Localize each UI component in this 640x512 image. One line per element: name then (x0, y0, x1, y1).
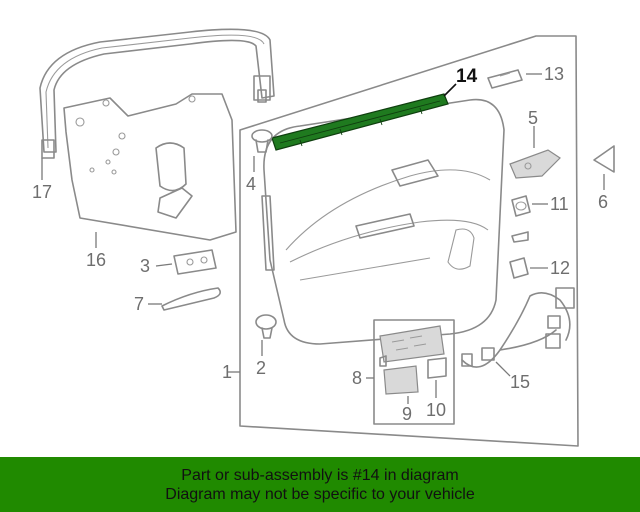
part-10-switch (427, 357, 447, 379)
part-5-inside-handle (509, 149, 561, 179)
part-1-door-trim-panel (239, 35, 579, 447)
part-9-switch (383, 365, 419, 395)
part-6-trim-piece (593, 145, 615, 173)
part-7-pull-strap (161, 287, 222, 311)
callout-11: 11 (550, 194, 569, 214)
part-13-clip (487, 69, 523, 89)
part-11-bezel (511, 195, 531, 217)
part-small-clip (511, 231, 529, 243)
part-16-water-deflector (63, 93, 237, 241)
callout-16: 16 (86, 250, 106, 270)
callout-6: 6 (598, 192, 608, 212)
callout-4: 4 (246, 174, 256, 194)
banner-line-2: Diagram may not be specific to your vehi… (165, 485, 475, 503)
callout-5: 5 (528, 108, 538, 128)
callout-7: 7 (134, 294, 144, 314)
banner-line-1: Part or sub-assembly is #14 in diagram (181, 466, 459, 484)
part-14-weatherstrip (271, 93, 449, 151)
part-8-switch-group (373, 319, 455, 425)
parts-diagram: 1 2 3 4 5 6 7 8 9 10 11 12 13 14 15 16 1… (32, 28, 615, 447)
callout-14: 14 (456, 66, 478, 87)
callout-13: 13 (544, 64, 564, 84)
part-4-push-pin (251, 129, 273, 153)
part-2-push-pin (255, 314, 277, 339)
callout-9: 9 (402, 404, 412, 424)
part-17-window-frame (39, 28, 275, 159)
callout-15: 15 (510, 372, 530, 392)
part-12-grommet (509, 257, 529, 279)
callout-10: 10 (426, 400, 446, 420)
part-15-wiring-harness (461, 287, 575, 368)
info-banner: Part or sub-assembly is #14 in diagram D… (0, 457, 640, 512)
callout-8: 8 (352, 368, 362, 388)
callout-3: 3 (140, 256, 150, 276)
callout-12: 12 (550, 258, 570, 278)
callout-17: 17 (32, 182, 52, 202)
leader-lines (41, 73, 605, 404)
part-3-bracket (173, 249, 217, 275)
callout-2: 2 (256, 358, 266, 378)
callout-1: 1 (222, 362, 232, 382)
